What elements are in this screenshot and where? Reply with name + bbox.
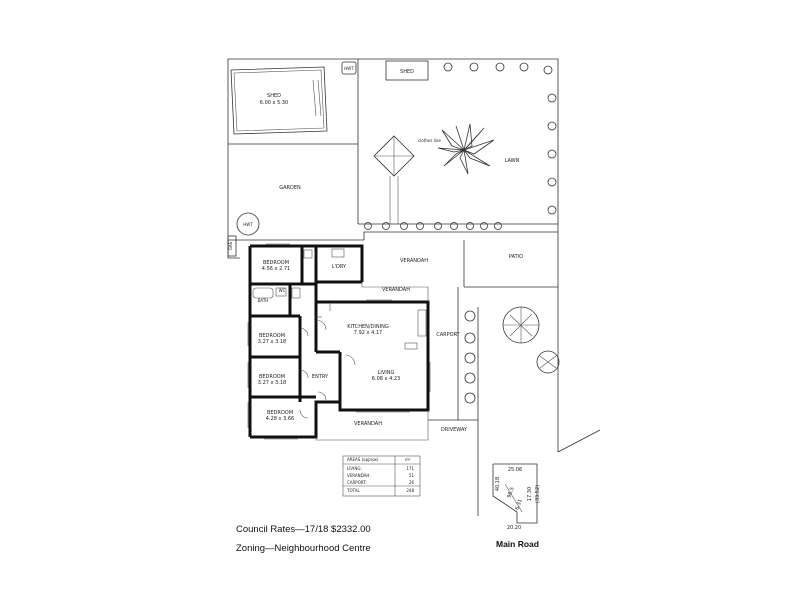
- driveway-shrubs: [464, 310, 476, 404]
- shrub-icon: [416, 222, 424, 230]
- shrub-icon: [547, 177, 557, 187]
- kitchen-label: KITCHEN/DINING: [347, 324, 389, 330]
- shrub-icon: [400, 222, 408, 230]
- shrub-icon: [547, 205, 557, 215]
- outdoor-labels: VERANDAH PATIO VERANDAH CARPORT VERANDAH…: [354, 254, 523, 433]
- svg-text:GAS: GAS: [228, 241, 233, 250]
- shed-small-label: SHED: [400, 69, 414, 75]
- living-label: LIVING: [378, 370, 395, 376]
- shrub-icon: [382, 222, 390, 230]
- house-fixtures: [247, 243, 431, 440]
- bedroom2-dims: 3.27 x 3.18: [258, 339, 286, 345]
- shrub-icon: [547, 121, 557, 131]
- verandahs: [315, 282, 429, 441]
- hwt-top: HWT: [341, 61, 357, 75]
- shrub-icon: [464, 332, 476, 344]
- bedroom4-label: BEDROOM: [267, 410, 293, 416]
- site-dim-right1: 17.30: [527, 487, 533, 501]
- shrub-icon: [466, 222, 474, 230]
- shrub-icon: [450, 222, 458, 230]
- bedroom4-dims: 4.28 x 3.66: [266, 416, 294, 422]
- shrub-icon: [547, 93, 557, 103]
- shrub-icon: [469, 62, 479, 72]
- wc-label: WC: [279, 288, 286, 293]
- areas-header-unit: m²: [405, 457, 411, 462]
- shrub-icon: [547, 149, 557, 159]
- site-plan-diagram: 25.06 40.18 96.5 6.31 17.30 (33.52) 20.2…: [492, 463, 541, 531]
- shed-main-dims: 6.00 x 5.30: [260, 100, 288, 106]
- main-road-label: Main Road: [496, 539, 539, 549]
- front-trees: [502, 306, 560, 374]
- shrub-icon: [464, 352, 476, 364]
- areas-row-label: LIVING:: [347, 466, 362, 471]
- kitchen-dims: 7.92 x 4.17: [354, 330, 382, 336]
- shrub-icon: [519, 62, 529, 72]
- bedroom2-label: BEDROOM: [259, 333, 285, 339]
- shrub-icon: [495, 62, 505, 72]
- areas-row-value: 171: [406, 466, 414, 471]
- driveway-label: DRIVEWAY: [441, 427, 468, 433]
- lawn-label: LAWN: [505, 158, 520, 164]
- areas-row-value: 51: [409, 473, 415, 478]
- svg-text:HWT: HWT: [344, 66, 354, 71]
- areas-header-label: AREAS (approx): [347, 457, 379, 462]
- bedroom1-dims: 4.56 x 2.71: [262, 266, 290, 272]
- bath-label: BATH: [258, 298, 269, 303]
- council-rates-caption: Council Rates—17/18 $2332.00: [236, 524, 371, 535]
- verandah-rear-label: VERANDAH: [400, 258, 428, 264]
- verandah-front-label: VERANDAH: [354, 421, 382, 427]
- site-dim-diag2: 6.31: [514, 498, 523, 511]
- hwt-side: HWT: [236, 212, 260, 236]
- site-dim-top: 25.06: [508, 467, 522, 473]
- site-dim-right2: (33.52): [535, 485, 541, 503]
- bedroom1-label: BEDROOM: [263, 260, 289, 266]
- garden-label: GARDEN: [279, 185, 301, 191]
- areas-row-label: TOTAL: [346, 488, 360, 493]
- areas-table: AREAS (approx) m² LIVING: 171 VERANDAH: …: [342, 455, 421, 497]
- site-dim-diag1: 96.5: [506, 486, 515, 499]
- shrub-icon: [464, 310, 476, 322]
- bedroom3-label: BEDROOM: [259, 374, 285, 380]
- living-dims: 6.08 x 4.23: [372, 376, 400, 382]
- house-walls: [248, 244, 430, 439]
- bedroom3-dims: 3.27 x 3.18: [258, 380, 286, 386]
- boundary-shrubs: [364, 62, 557, 230]
- site-dim-bottom: 20.20: [507, 525, 521, 531]
- verandah-mid-label: VERANDAH: [382, 287, 410, 293]
- shrub-icon: [434, 222, 442, 230]
- shrub-icon: [464, 392, 476, 404]
- clothes-line: clothes line: [373, 135, 441, 224]
- shrub-icon: [543, 65, 553, 75]
- areas-row-label: CARPORT:: [347, 480, 367, 485]
- room-labels: BEDROOM 4.56 x 2.71 L'DRY BATH WC KITCHE…: [258, 260, 401, 422]
- shrub-icon: [364, 222, 372, 230]
- areas-row-value: 26: [409, 480, 415, 485]
- clothes-line-label: clothes line: [418, 138, 441, 143]
- shrub-icon: [480, 222, 488, 230]
- laundry-label: L'DRY: [332, 264, 347, 270]
- site-dim-left: 40.18: [495, 477, 501, 491]
- zoning-caption: Zoning—Neighbourhood Centre: [236, 543, 371, 554]
- carport-label: CARPORT: [436, 332, 460, 338]
- shed-small: SHED: [385, 60, 429, 81]
- shrub-icon: [494, 222, 502, 230]
- shed-main: SHED 6.00 x 5.30: [230, 66, 328, 135]
- shrub-icon: [464, 372, 476, 384]
- areas-row-label: VERANDAH:: [347, 473, 371, 478]
- entry-label: ENTRY: [312, 374, 329, 380]
- gas-meter: GAS: [227, 235, 237, 257]
- shed-main-label: SHED: [267, 93, 281, 99]
- shrub-icon: [443, 62, 453, 72]
- patio-label: PATIO: [509, 254, 523, 260]
- site-boundary: [227, 58, 601, 516]
- areas-row-value: 248: [406, 488, 414, 493]
- svg-text:HWT: HWT: [243, 222, 253, 227]
- palm-tree: [437, 123, 495, 175]
